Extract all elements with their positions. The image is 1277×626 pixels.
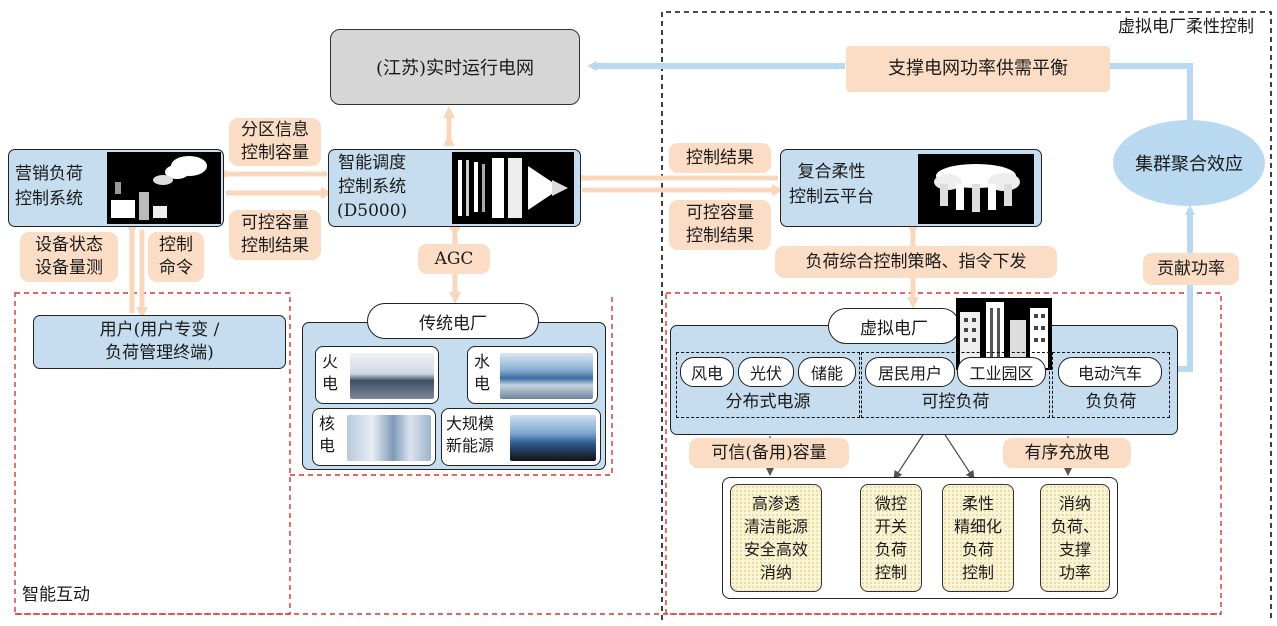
resident-item: 居民用户 [865, 357, 955, 387]
realtime-grid-label: (江苏)实时运行电网 [375, 58, 535, 79]
ctrl-cap-right-label: 可控容量 控制结果 [669, 200, 771, 250]
dispatch-system-label: 智能调度 控制系统 (D5000) [337, 153, 408, 221]
outcome-micro-switch: 微控 开关 负荷 控制 [860, 484, 922, 592]
control-command-label: 控制 命令 [148, 232, 204, 282]
arrow-cluster-to-balance [1110, 63, 1193, 120]
nuclear-plant-image [347, 415, 431, 461]
balance-box: 支撑电网功率供需平衡 [846, 46, 1110, 92]
distributed-label: 分布式电源 [725, 392, 811, 413]
distributed-group [676, 352, 860, 418]
cloud-platform-label: 复合柔性 控制云平台 [789, 162, 874, 207]
thermal-plant-card: 火 电 [315, 346, 439, 404]
renewable-plant-image [510, 415, 596, 461]
nuclear-plant-label: 核 电 [319, 414, 336, 455]
pv-item: 光伏 [738, 357, 794, 387]
ev-item: 电动汽车 [1058, 357, 1162, 387]
cluster-label: 集群聚合效应 [1135, 154, 1243, 175]
strategy-label: 负荷综合控制策略、指令下发 [775, 246, 1057, 278]
outcome-absorb-support: 消纳 负荷、 支撑 功率 [1040, 484, 1110, 592]
ev-group [1052, 352, 1170, 418]
outcome-clean-energy: 高渗透 清洁能源 安全高效 消纳 [730, 484, 822, 592]
agc-label: AGC [418, 244, 490, 274]
realtime-grid-box: (江苏)实时运行电网 [330, 29, 580, 105]
ctrl-cap-left-label: 可控容量 控制结果 [229, 210, 321, 260]
renewable-plant-card: 大规模 新能源 [441, 408, 601, 466]
virtual-plant-image [956, 298, 1052, 370]
dispatch-image [452, 152, 574, 224]
arrow-plant-to-cluster [1178, 205, 1195, 372]
industrial-item: 工业园区 [957, 357, 1046, 387]
wind-item: 风电 [680, 357, 734, 387]
thermal-plant-label: 火 电 [322, 352, 339, 393]
storage-item: 储能 [798, 357, 856, 387]
interaction-frame-middle [290, 293, 613, 476]
ev-label: 负负荷 [1085, 392, 1137, 413]
dispatch-system-box: 智能调度 控制系统 (D5000) [328, 149, 581, 227]
controllable-label: 可控负荷 [921, 392, 990, 413]
controllable-group [861, 352, 1050, 418]
device-status-label: 设备状态 设备量测 [20, 232, 118, 282]
virtual-plant-frame [661, 11, 1272, 620]
marketing-system-box: 营销负荷 控制系统 [8, 149, 224, 227]
hydro-plant-image [500, 353, 593, 399]
reliable-capacity-label: 可信(备用)容量 [689, 438, 849, 468]
renewable-plant-label: 大规模 新能源 [446, 414, 495, 455]
thermal-plant-image [350, 353, 434, 399]
hydro-plant-label: 水 电 [474, 352, 491, 393]
cloud-platform-box: 复合柔性 控制云平台 [780, 149, 1042, 227]
nuclear-plant-card: 核 电 [312, 408, 436, 466]
ctrl-result-label: 控制结果 [669, 143, 771, 173]
zone-info-label: 分区信息 控制容量 [229, 118, 321, 166]
hydro-plant-card: 水 电 [467, 346, 598, 404]
contribute-label: 贡献功率 [1143, 253, 1239, 285]
traditional-plant-title: 传统电厂 [367, 303, 539, 339]
interaction-frame-title: 智能互动 [22, 585, 90, 605]
cluster-ellipse: 集群聚合效应 [1113, 120, 1265, 206]
virtual-plant-title: 虚拟电厂 [828, 308, 960, 344]
virtual-plant-frame-title: 虚拟电厂柔性控制 [1118, 17, 1254, 37]
marketing-image [107, 152, 221, 224]
cloud-image [918, 154, 1034, 224]
marketing-system-label: 营销负荷 控制系统 [15, 164, 83, 209]
outcome-flexible-load: 柔性 精细化 负荷 控制 [942, 484, 1014, 592]
user-terminal-box: 用户(用户专变 / 负荷管理终端) [33, 315, 286, 369]
orderly-charging-label: 有序充放电 [1003, 438, 1131, 468]
